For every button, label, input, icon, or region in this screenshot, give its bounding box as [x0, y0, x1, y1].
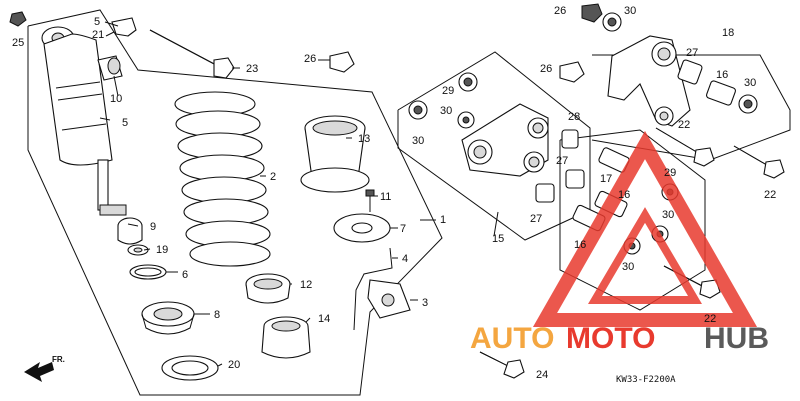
washer-20 [161, 355, 219, 381]
oil-seal-30-a [408, 100, 428, 120]
callout-25: 25 [12, 37, 24, 49]
callout-27-b: 27 [530, 213, 542, 225]
callout-26-mid: 26 [540, 63, 552, 75]
cap-nut-26-mid [559, 61, 585, 83]
callout-24: 24 [536, 369, 548, 381]
watermark-moto: MOTO [566, 322, 655, 355]
bearing-28 [561, 129, 579, 149]
clip-21 [111, 17, 137, 37]
callout-16-arm: 16 [716, 69, 728, 81]
callout-7: 7 [400, 223, 406, 235]
bearing-16-arm [706, 80, 736, 106]
callout-2: 2 [270, 171, 276, 183]
callout-30-top: 30 [624, 5, 636, 17]
dust-boot-13 [300, 115, 370, 193]
callout-26-upper: 26 [304, 53, 316, 65]
watermark-logo: AUTO MOTO HUB [470, 322, 769, 355]
callout-27-arm: 27 [686, 47, 698, 59]
callout-26-top: 26 [554, 5, 566, 17]
callout-1: 1 [440, 214, 446, 226]
callout-20: 20 [228, 359, 240, 371]
watermark-triangle [532, 130, 758, 327]
callout-18: 18 [722, 27, 734, 39]
callout-5: 5 [122, 117, 128, 129]
bracket-3 [367, 279, 411, 319]
cap-nut-26-top [581, 3, 603, 23]
watermark-auto: AUTO [470, 322, 554, 355]
callout-19: 19 [156, 244, 168, 256]
callout-11: 11 [380, 191, 391, 203]
callout-16-b: 16 [574, 239, 586, 251]
callout-10: 10 [110, 93, 122, 105]
left-panel-outline [27, 9, 443, 396]
bolt-22-right [733, 145, 785, 179]
shock-absorber [41, 26, 127, 216]
callout-23: 23 [246, 63, 258, 75]
callout-8: 8 [214, 309, 220, 321]
callout-17: 17 [600, 173, 612, 185]
bushing-9 [117, 217, 143, 245]
front-direction-arrow: FR. [24, 355, 65, 382]
callout-5-top: 5 [94, 16, 100, 28]
oil-seal-30-arm [738, 94, 758, 114]
lock-nut-12 [245, 273, 291, 304]
callout-22-lower: 22 [704, 313, 716, 325]
arm-panel-outline [591, 54, 791, 161]
bearing-27-b [535, 183, 555, 203]
bolt-22-upper [655, 127, 715, 167]
callout-15: 15 [492, 233, 504, 245]
callout-9: 9 [150, 221, 156, 233]
front-label: FR. [52, 355, 65, 364]
cap-nut-25 [9, 11, 27, 27]
oil-seal-30-b [457, 111, 475, 129]
hose-4 [353, 247, 393, 331]
diagram-code: KW33-F2200A [616, 375, 676, 385]
callout-14: 14 [318, 313, 330, 325]
bushing-10 [97, 55, 123, 81]
collar-14 [261, 316, 311, 359]
spring-seat-8 [141, 301, 195, 335]
callout-21: 21 [92, 29, 104, 41]
spring-2 [174, 91, 271, 267]
washer-19 [127, 244, 149, 256]
shock-link-15 [461, 103, 549, 177]
bolt-23 [149, 29, 235, 79]
callout-30-c: 30 [662, 209, 674, 221]
stopper-plate-7 [333, 213, 391, 243]
circlip-6 [129, 264, 167, 280]
shock-arm-18 [607, 35, 691, 127]
bearing-27-a [565, 169, 585, 189]
callout-30-arm: 30 [744, 77, 756, 89]
callout-6: 6 [182, 269, 188, 281]
cap-nut-26-upper [329, 51, 355, 73]
callout-12: 12 [300, 279, 312, 291]
leader-lines [99, 21, 499, 367]
callout-29-b: 29 [664, 167, 676, 179]
oil-seal-30-top [602, 12, 622, 32]
callout-30-d: 30 [622, 261, 634, 273]
screw-11 [365, 189, 375, 212]
callout-16-a: 16 [618, 189, 630, 201]
callout-27-a: 27 [556, 155, 568, 167]
callout-13: 13 [358, 133, 370, 145]
rod-panel-outline [559, 129, 706, 311]
callout-22-right: 22 [764, 189, 776, 201]
callout-labels: 1 2 3 4 5 5 6 7 8 9 10 11 12 13 14 15 16… [12, 5, 776, 381]
callout-3: 3 [422, 297, 428, 309]
callout-30-a: 30 [412, 135, 424, 147]
bearing-27-arm [677, 59, 703, 85]
watermark-hub: HUB [704, 322, 769, 355]
callout-30-b: 30 [440, 105, 452, 117]
oil-seal-29-a [458, 72, 478, 92]
bolt-24 [479, 351, 525, 379]
callout-28: 28 [568, 111, 580, 123]
callout-4: 4 [402, 253, 408, 265]
callout-22-upper: 22 [678, 119, 690, 131]
callout-29-a: 29 [442, 85, 454, 97]
